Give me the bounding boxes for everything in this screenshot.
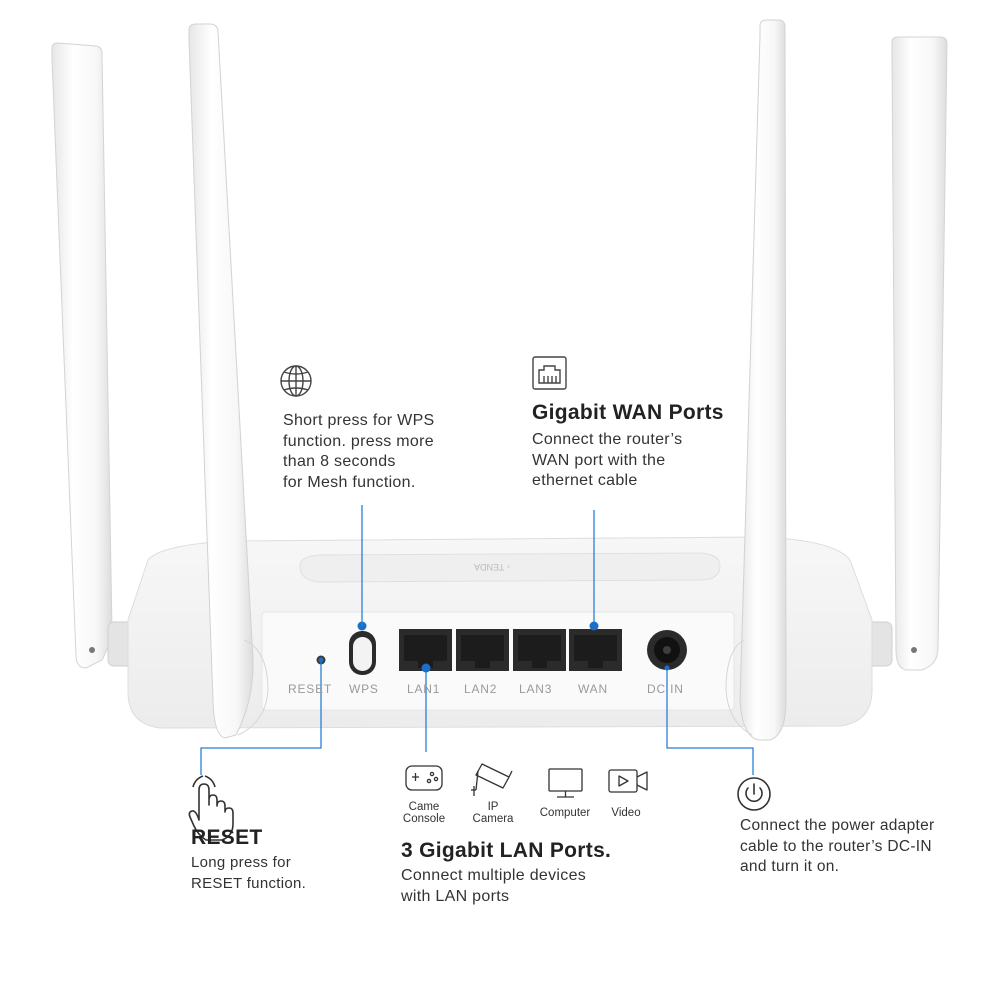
reset-callout-line: RESET function. [191,874,307,892]
power-callout-line: and turn it on. [740,858,840,875]
port-label-lan1: LAN1 [407,682,441,696]
device-label-video: Video [604,807,648,819]
device-label-ip-camera: IP Camera [465,801,521,825]
lan-callout-text: Connect multiple devices with LAN ports [401,866,586,907]
wps-callout-line: function. press more [283,432,434,450]
game-controller-icon [405,765,443,791]
port-label-wan: WAN [578,682,608,696]
wan-callout-line: Connect the router’s [532,431,683,448]
reset-callout-line: Long press for [191,854,292,871]
device-label-line: Computer [539,807,591,819]
reset-callout-text: Long press for RESET function. [191,853,306,894]
power-callout-line: cable to the router’s DC-IN [740,837,932,855]
power-callout-text: Connect the power adapter cable to the r… [740,816,934,878]
leader-dots [318,621,670,673]
dc-in-jack[interactable] [647,630,687,670]
antenna-outer-left [51,42,113,669]
port-label-wps: WPS [349,682,379,696]
ethernet-port-icon [532,356,567,390]
power-icon [737,777,771,811]
wps-callout-line: than 8 seconds [283,453,396,470]
power-callout-line: Connect the power adapter [740,817,935,834]
computer-monitor-icon [548,768,583,798]
antenna-inner-right [725,19,787,741]
device-label-line: Camera [472,813,514,825]
device-label-line: Came [408,801,440,813]
port-label-lan2: LAN2 [464,682,498,696]
globe-icon [280,365,312,397]
wan-callout-title: Gigabit WAN Ports [532,401,724,424]
device-label-line: Video [611,807,641,819]
port-label-dc-in: DC IN [647,682,684,696]
port-label-reset: RESET [288,682,333,696]
ip-camera-icon [471,763,513,796]
antenna-outer-right [891,36,948,671]
ethernet-port-lan2[interactable] [456,629,509,671]
wan-callout-line: ethernet cable [532,472,638,489]
antenna-inner-left [188,23,269,739]
device-label-line: IP [487,801,499,813]
reset-callout-title: RESET [191,826,263,849]
port-label-lan3: LAN3 [519,682,553,696]
svg-text:◦ TENDA: ◦ TENDA [474,562,510,572]
lan-callout-line: with LAN ports [401,887,510,905]
lan-callout-line: Connect multiple devices [401,867,587,884]
wps-callout-line: Short press for WPS [283,412,435,429]
wan-callout-line: WAN port with the [532,451,666,469]
device-label-line: Console [402,813,446,825]
wps-button[interactable] [349,621,376,676]
ethernet-port-wan[interactable] [569,629,622,671]
device-label-game-console: Came Console [396,801,452,825]
wps-callout-line: for Mesh function. [283,473,416,491]
leader-lines [200,505,754,775]
wps-callout-text: Short press for WPS function. press more… [283,411,435,493]
hand-pointer-icon [188,775,234,841]
video-icon [608,769,648,793]
device-label-computer: Computer [531,807,599,819]
lan-callout-title: 3 Gigabit LAN Ports. [401,839,612,862]
ethernet-port-lan3[interactable] [513,629,566,671]
wan-callout-text: Connect the router’s WAN port with the e… [532,430,682,492]
